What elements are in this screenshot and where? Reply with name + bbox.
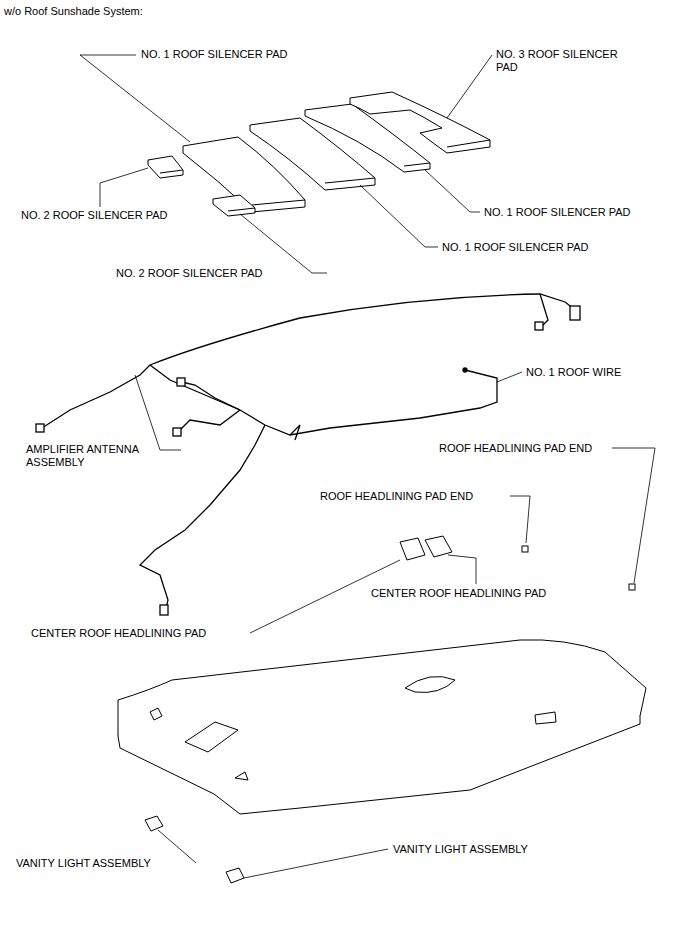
part-label: ROOF HEADLINING PAD END (438, 442, 593, 455)
diagram-title: w/o Roof Sunshade System: (4, 5, 143, 18)
part-label: CENTER ROOF HEADLINING PAD (30, 627, 207, 640)
headlining-pads (400, 536, 635, 590)
part-label: VANITY LIGHT ASSEMBLY (392, 843, 529, 856)
part-label: AMPLIFIER ANTENNA ASSEMBLY (25, 443, 157, 469)
part-label: NO. 3 ROOF SILENCER PAD (495, 48, 629, 74)
leader-lines (80, 55, 655, 878)
vanity-lights (145, 816, 244, 883)
part-label: NO. 1 ROOF SILENCER PAD (441, 241, 590, 254)
part-label: ROOF HEADLINING PAD END (319, 490, 474, 503)
part-label: NO. 1 ROOF SILENCER PAD (483, 206, 632, 219)
part-label: NO. 1 ROOF SILENCER PAD (140, 48, 289, 61)
part-label: NO. 1 ROOF WIRE (525, 366, 622, 379)
part-label: NO. 2 ROOF SILENCER PAD (115, 267, 264, 280)
part-label: CENTER ROOF HEADLINING PAD (370, 587, 547, 600)
silencer-pads (148, 92, 490, 216)
roof-headlining (118, 640, 646, 814)
part-label: VANITY LIGHT ASSEMBLY (15, 857, 152, 870)
part-label: NO. 2 ROOF SILENCER PAD (20, 209, 169, 222)
